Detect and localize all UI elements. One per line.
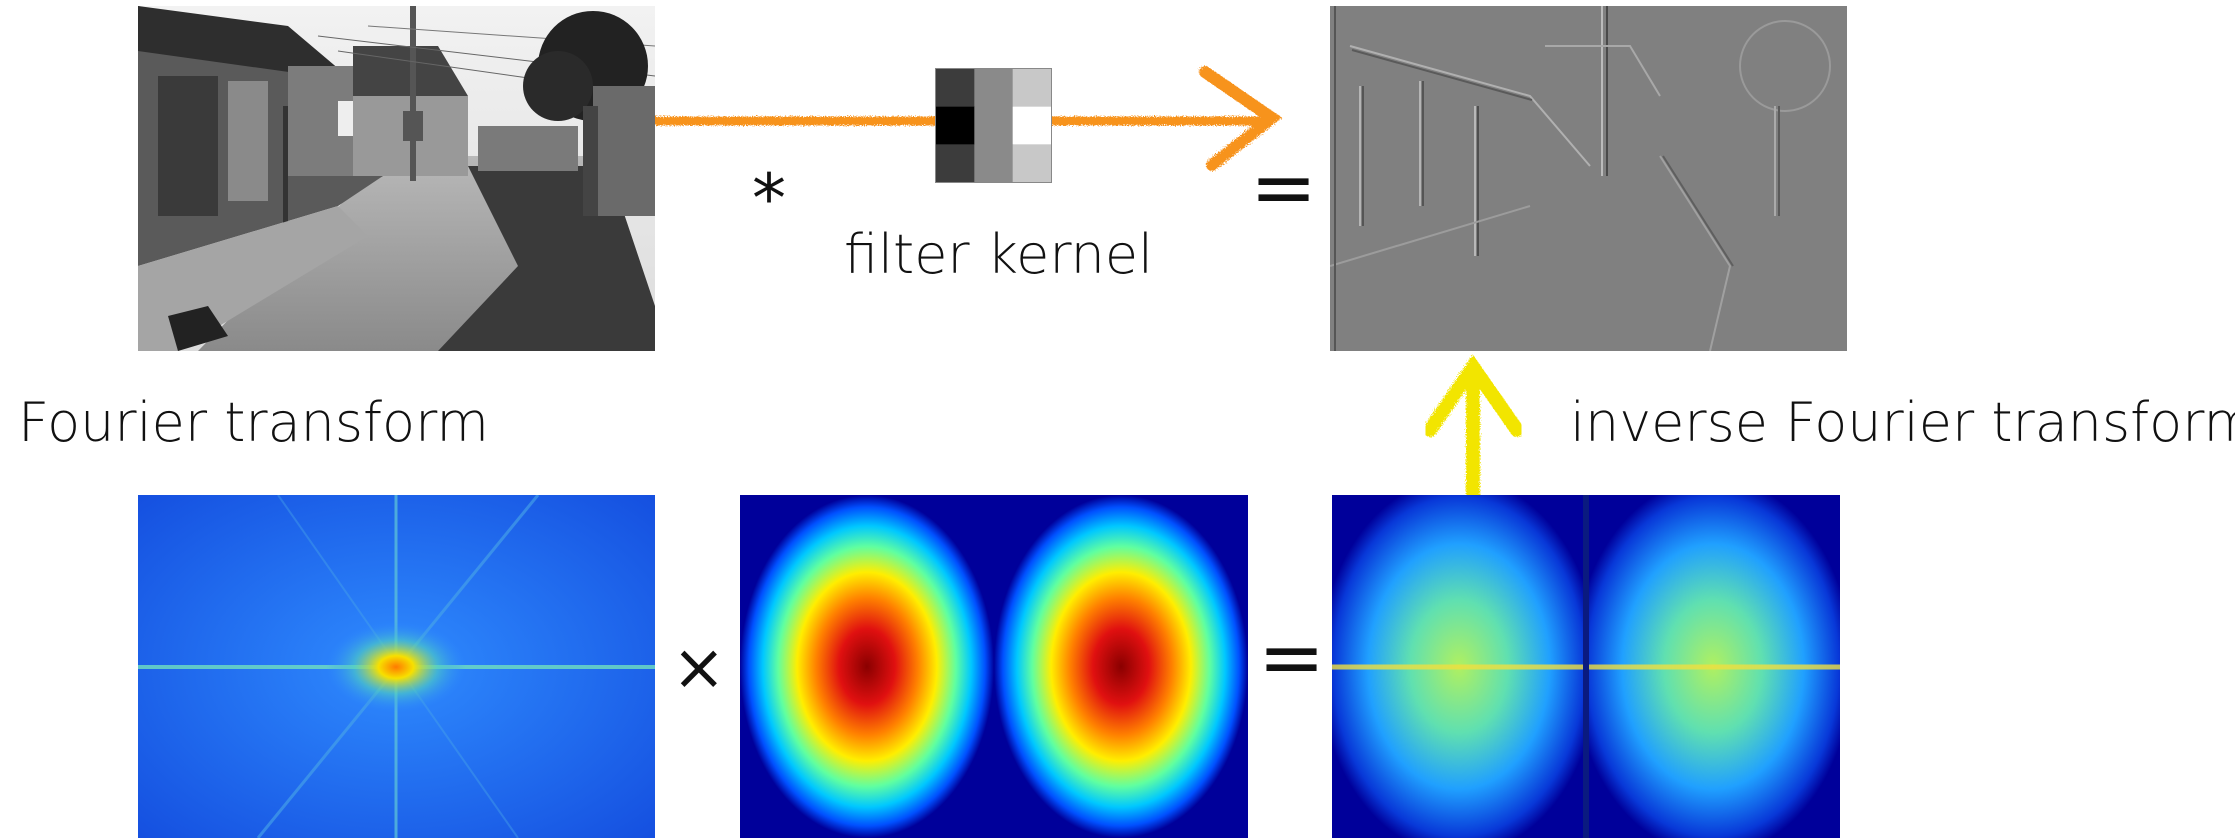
kernel-cell	[974, 106, 1014, 145]
kernel-cell	[1012, 69, 1051, 108]
inverse-fourier-transform-label: inverse Fourier transform	[1570, 391, 2235, 454]
kernel-cell	[974, 69, 1014, 108]
convolution-arrow	[650, 66, 1283, 171]
filtered-image	[1330, 6, 1847, 351]
kernel-cell	[936, 106, 975, 145]
kernel-cell	[936, 144, 975, 182]
image-spectrum	[138, 495, 655, 838]
multiply-operator: ×	[672, 631, 726, 705]
filtered-spectrum	[1332, 495, 1840, 838]
inverse-fourier-arrow	[1423, 354, 1524, 502]
kernel-cell	[936, 69, 975, 108]
input-image	[138, 6, 655, 351]
equals-bottom: =	[1258, 611, 1326, 704]
filter-kernel-label: filter kernel	[844, 223, 1154, 286]
kernel-cell	[974, 144, 1014, 182]
kernel-cell	[1012, 106, 1051, 145]
fourier-transform-label: Fourier transform	[18, 391, 489, 454]
equals-top: =	[1250, 141, 1318, 234]
kernel-spectrum	[740, 495, 1248, 838]
convolution-operator: *	[752, 160, 786, 239]
kernel-cell	[1012, 144, 1051, 182]
filter-kernel-image	[935, 68, 1052, 183]
